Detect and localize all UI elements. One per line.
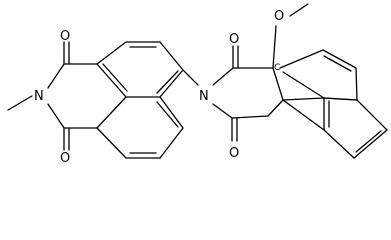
bond — [159, 127, 184, 159]
bond — [356, 99, 388, 131]
bond — [272, 25, 277, 69]
bond — [323, 55, 352, 72]
structure-canvas: O N O N O O O C — [7, 3, 388, 166]
bond — [212, 103, 233, 119]
atom-o-top-right: O — [229, 32, 239, 47]
bond — [156, 101, 179, 128]
bond — [96, 41, 127, 65]
bond — [156, 70, 179, 94]
bond — [231, 115, 269, 119]
benz-isoindoledione-bonds — [212, 3, 388, 159]
bond — [96, 127, 127, 159]
bond — [96, 96, 127, 129]
atom-o-top-left: O — [60, 29, 70, 44]
atom-o-methoxy: O — [274, 9, 284, 24]
molecule-structure: O N O N O O O C — [7, 3, 388, 166]
bond — [282, 71, 325, 99]
atom-c-quaternary: C — [274, 63, 280, 73]
atom-o-bottom-right: O — [229, 146, 239, 161]
bond — [182, 69, 199, 86]
bond — [289, 3, 309, 17]
naphthalimide-bonds — [7, 41, 199, 159]
atom-n-left: N — [34, 89, 44, 104]
bond — [212, 67, 234, 86]
bond — [7, 95, 33, 111]
bond — [282, 99, 325, 131]
bond — [159, 69, 184, 98]
bond — [47, 63, 65, 89]
bond — [323, 129, 355, 159]
bond — [323, 97, 358, 101]
bond — [267, 99, 284, 117]
bond — [96, 63, 127, 98]
bond — [102, 63, 128, 92]
atom-o-bottom-left: O — [60, 151, 70, 166]
bond — [272, 67, 284, 101]
bond — [279, 49, 324, 69]
atom-n-right: N — [199, 89, 209, 104]
bond — [355, 67, 358, 101]
bond — [353, 129, 388, 159]
bond — [47, 103, 65, 129]
bond — [355, 130, 382, 153]
bond — [159, 96, 184, 129]
bond — [322, 49, 357, 69]
bond — [159, 41, 184, 71]
bond — [282, 97, 325, 101]
